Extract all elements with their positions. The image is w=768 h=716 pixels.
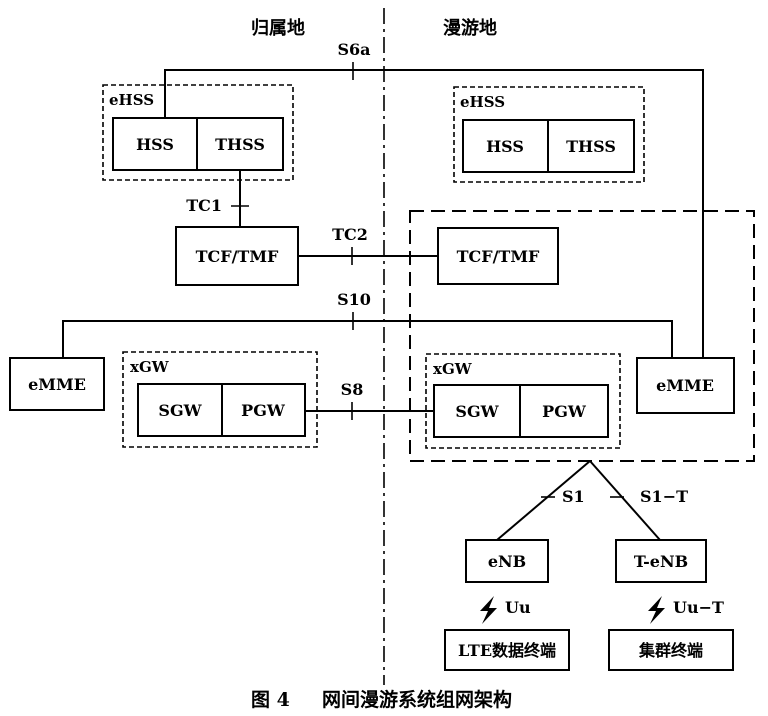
lte-terminal-box bbox=[444, 629, 570, 671]
visited-tcf-label: TCF/TMF bbox=[457, 247, 540, 266]
figure-title: 网间漫游系统组网架构 bbox=[322, 688, 512, 711]
lte-terminal-label: LTE数据终端 bbox=[458, 641, 556, 660]
s10-link bbox=[62, 320, 673, 358]
visited-thss-label: THSS bbox=[566, 137, 616, 156]
tenb-box bbox=[615, 539, 707, 583]
tc1-label: TC1 bbox=[186, 196, 222, 215]
home-emme-box bbox=[9, 357, 105, 411]
uu-lightning-icon bbox=[480, 596, 497, 624]
visited-tcf-box bbox=[437, 227, 559, 285]
s1t-label: S1−T bbox=[640, 487, 688, 506]
tenb-label: T-eNB bbox=[634, 552, 688, 571]
visited-thss-box bbox=[547, 119, 635, 173]
visited-xgw-label: xGW bbox=[433, 360, 473, 378]
visited-pgw-label: PGW bbox=[542, 402, 587, 421]
home-pgw-label: PGW bbox=[241, 401, 286, 420]
enb-label: eNB bbox=[488, 552, 526, 571]
visited-hss-label: HSS bbox=[486, 137, 524, 156]
home-sgw-box bbox=[137, 383, 223, 437]
home-thss-label: THSS bbox=[215, 135, 265, 154]
s1-link bbox=[496, 460, 591, 541]
s10-label: S10 bbox=[337, 290, 371, 309]
tc2-label: TC2 bbox=[332, 225, 368, 244]
visited-sgw-label: SGW bbox=[455, 402, 499, 421]
home-hss-label: HSS bbox=[136, 135, 174, 154]
s1-label: S1 bbox=[562, 487, 585, 506]
home-ehss-label: eHSS bbox=[109, 91, 154, 109]
uut-label: Uu−T bbox=[673, 598, 724, 617]
visited-region-label: 漫游地 bbox=[443, 17, 497, 39]
visited-ehss-group bbox=[453, 86, 645, 183]
visited-hss-box bbox=[462, 119, 549, 173]
home-pgw-box bbox=[221, 383, 306, 437]
uu-label: Uu bbox=[505, 598, 531, 617]
s8-label: S8 bbox=[341, 380, 364, 399]
visited-ehss-label: eHSS bbox=[460, 93, 505, 111]
uut-lightning-icon bbox=[648, 596, 665, 624]
visited-pgw-box bbox=[519, 384, 609, 438]
home-xgw-label: xGW bbox=[130, 358, 170, 376]
s1t-link bbox=[589, 460, 661, 541]
trunk-terminal-label: 集群终端 bbox=[638, 641, 703, 660]
enb-box bbox=[465, 539, 549, 583]
visited-emme-box bbox=[636, 357, 735, 414]
home-tcf-label: TCF/TMF bbox=[196, 247, 279, 266]
visited-core-group bbox=[409, 210, 755, 462]
home-emme-label: eMME bbox=[28, 375, 86, 394]
s6a-label: S6a bbox=[337, 40, 370, 59]
figure-number: 图 4 bbox=[251, 689, 290, 711]
visited-emme-label: eMME bbox=[656, 376, 714, 395]
home-ehss-group bbox=[102, 84, 294, 181]
home-tcf-box bbox=[175, 226, 299, 286]
home-region-label: 归属地 bbox=[251, 17, 305, 39]
home-thss-box bbox=[196, 117, 284, 171]
s6a-link bbox=[164, 69, 704, 358]
home-sgw-label: SGW bbox=[158, 401, 202, 420]
home-xgw-group bbox=[122, 351, 318, 448]
trunk-terminal-box bbox=[608, 629, 734, 671]
visited-xgw-group bbox=[425, 353, 621, 449]
